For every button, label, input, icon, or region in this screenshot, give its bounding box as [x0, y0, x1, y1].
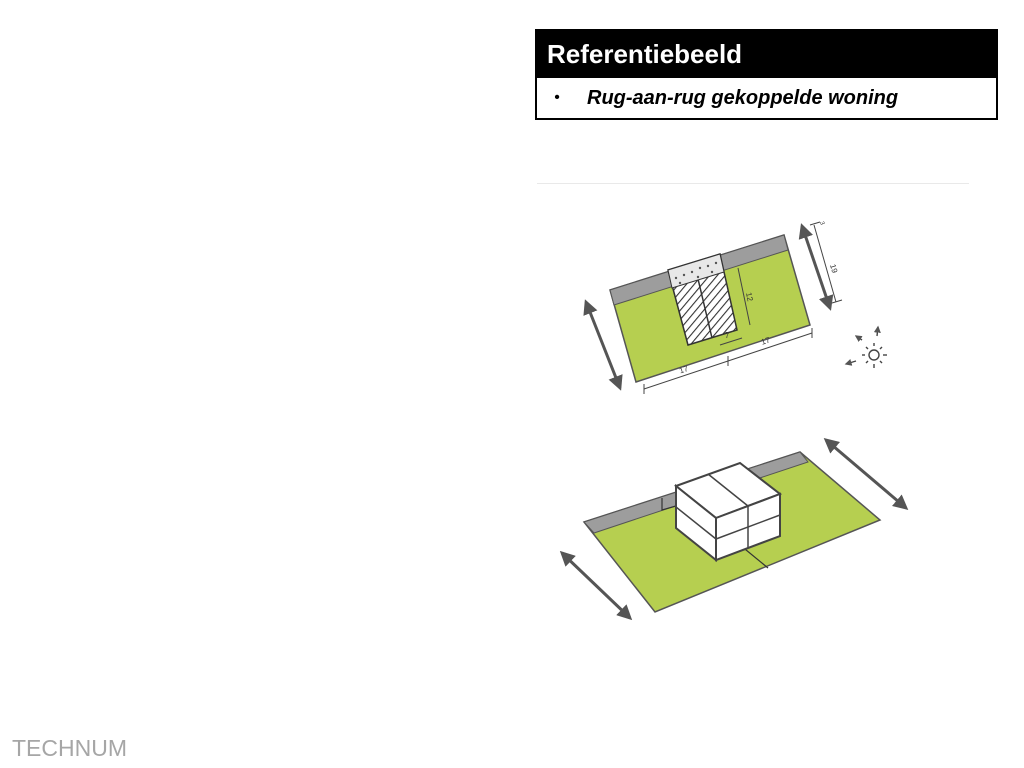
double-arrow-icon — [798, 223, 834, 311]
site-plan: 17 17 12 7 19 3 — [583, 221, 887, 394]
double-arrow-icon — [583, 299, 623, 391]
dim-lot-right: 17 — [760, 335, 772, 346]
dim-building-depth: 12 — [744, 292, 755, 303]
reference-illustration: 17 17 12 7 19 3 — [559, 221, 909, 621]
divider — [537, 183, 969, 184]
sun-compass-icon — [844, 325, 887, 368]
bullet-icon: • — [554, 89, 560, 106]
double-arrow-icon — [823, 438, 909, 510]
dim-building-width: 7 — [725, 331, 730, 340]
dim-setback: 3 — [818, 221, 825, 226]
plan-entrance — [667, 253, 725, 289]
reference-item-text: Rug-aan-rug gekoppelde woning — [587, 86, 899, 109]
dim-depth: 19 — [828, 263, 839, 275]
dim-lot-left: 17 — [678, 364, 690, 375]
site-axonometric — [559, 438, 909, 621]
brand-logo: TECHNUM — [12, 735, 127, 761]
reference-list-item: • Rug-aan-rug gekoppelde woning — [537, 78, 996, 118]
double-arrow-icon — [559, 550, 633, 621]
reference-box: Referentiebeeld • Rug-aan-rug gekoppelde… — [535, 29, 998, 120]
reference-title: Referentiebeeld — [537, 31, 996, 78]
